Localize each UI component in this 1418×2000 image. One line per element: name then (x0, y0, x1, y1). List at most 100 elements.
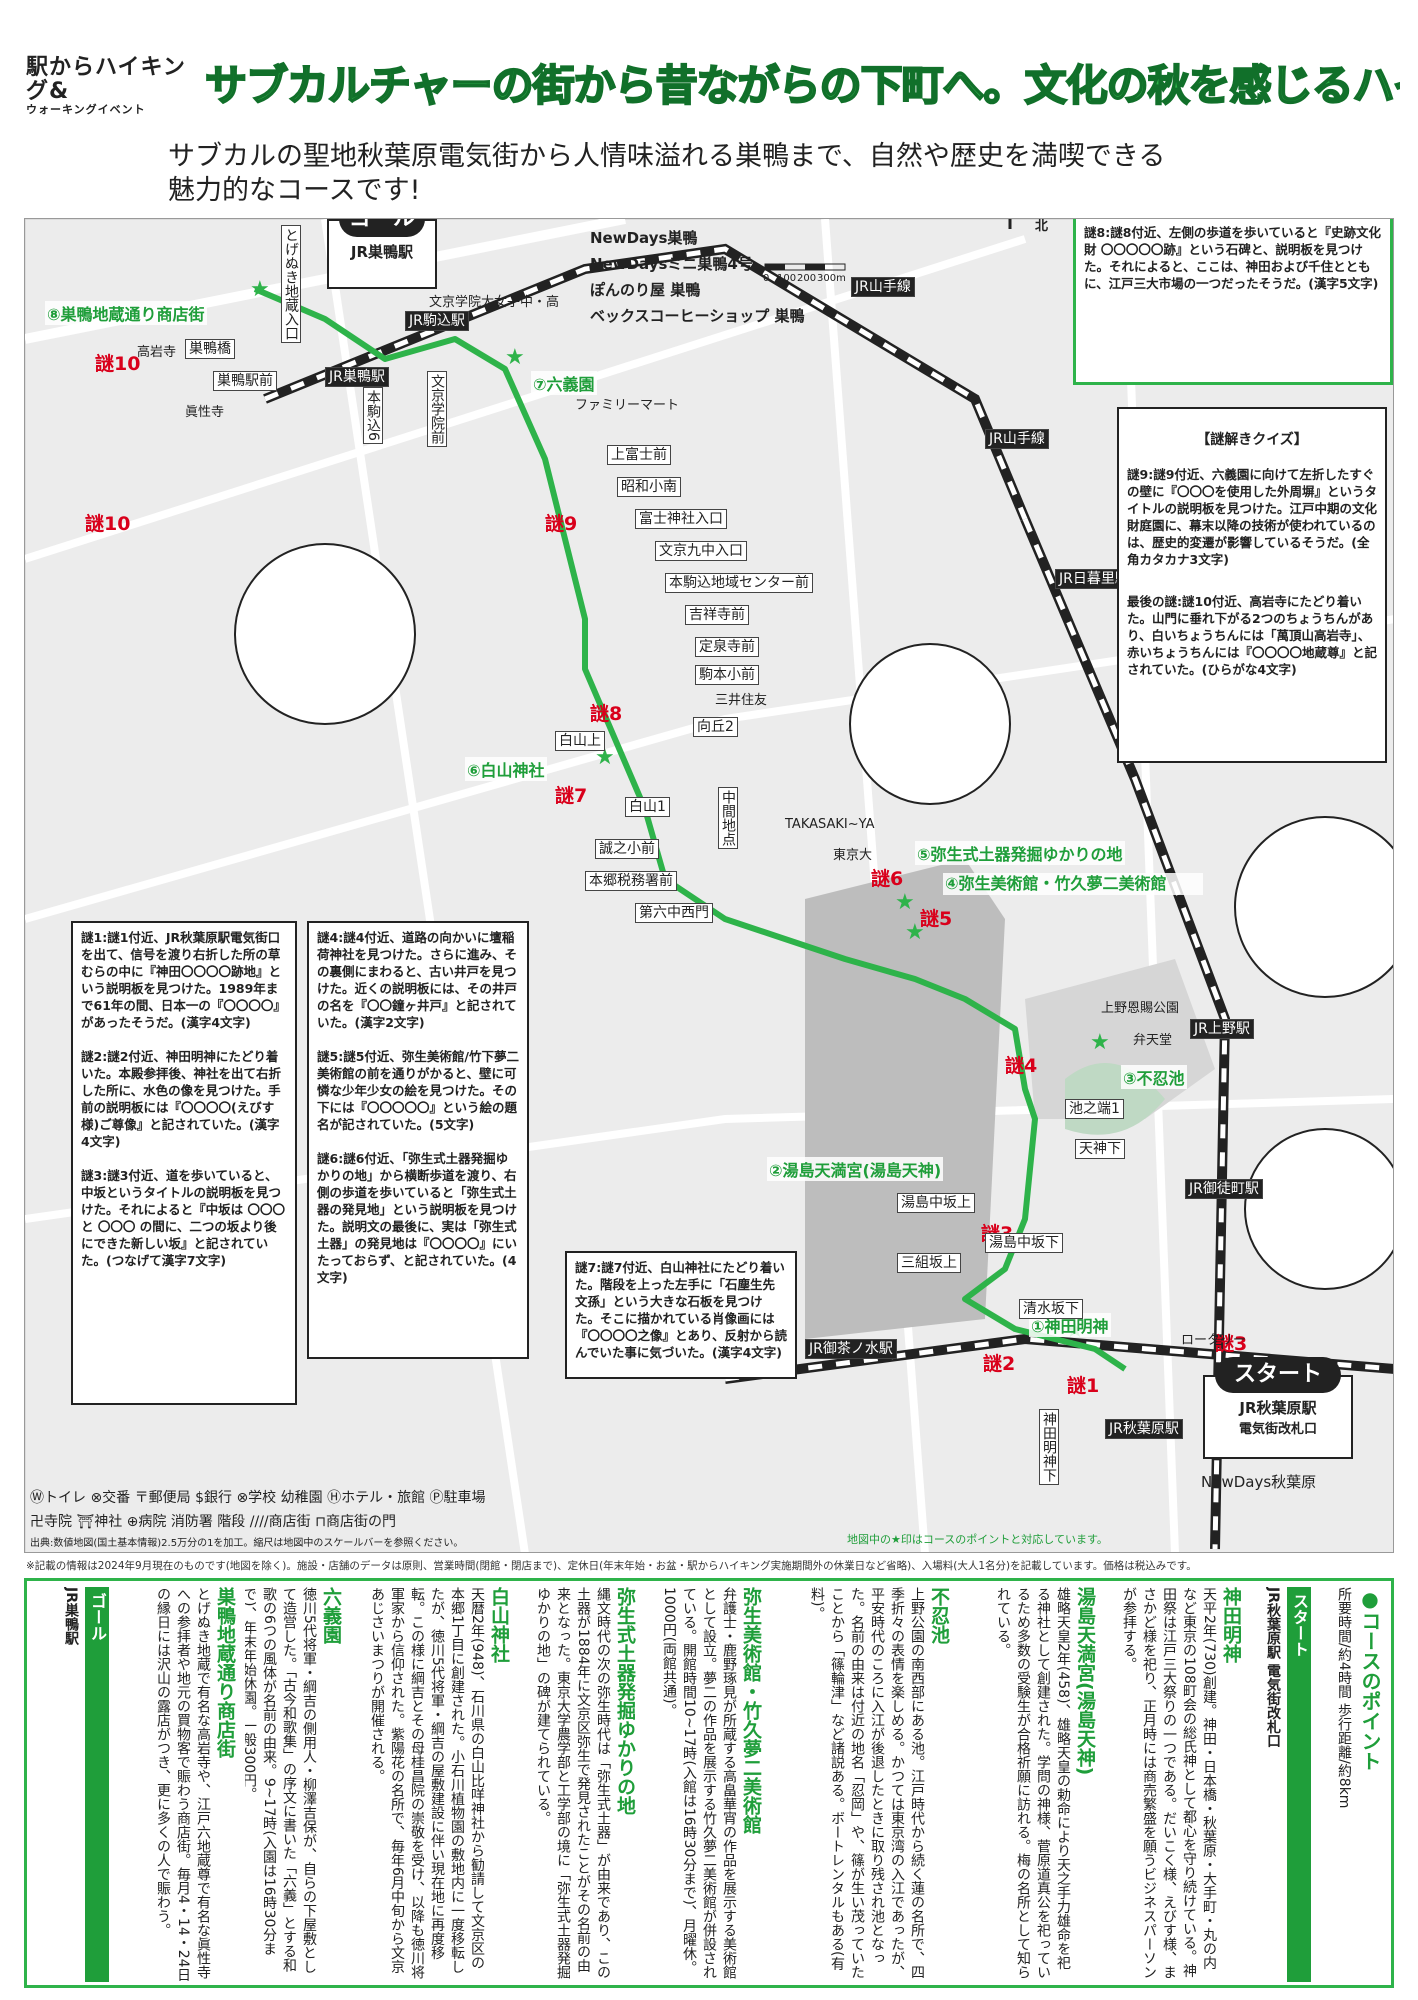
map-source: 出典:数値地図(国土基本情報)2.5万分の1を加工。縮尺は地図中のスケールバーを… (30, 1538, 464, 1549)
sign-mukogaoka2: 向丘2 (693, 717, 738, 737)
sign-bunkyogakuin: 文京学院前 (427, 371, 447, 447)
clue-10: 最後の謎:謎10付近、高岩寺にたどり着いた。山門に垂れ下がる2つのちょうちんがあ… (1127, 594, 1378, 677)
subtitle-line2: 魅力的なコースです! (168, 175, 421, 206)
point-3-shinobazu[interactable]: ③不忍池 (1121, 1065, 1187, 1089)
rail-ochanomizu: JR御茶ノ水駅 (805, 1339, 897, 1359)
point-7-rikugien[interactable]: ⑦六義園 (531, 371, 597, 395)
inset-sugamo-circle (234, 543, 416, 725)
label-shinshoji: 眞性寺 (185, 405, 225, 420)
map-legend: Ⓦトイレ ⊗交番 〒郵便局 $銀行 ⊗学校 幼稚園 Ⓗホテル・旅館 Ⓟ駐車場 卍… (30, 1486, 1030, 1534)
shop-list: NewDays巣鴨 NewDaysミニ巣鴨4号 ぽんのり屋 巣鴨 ベックスコーヒ… (590, 225, 804, 329)
nazo-1: 謎1 (1067, 1375, 1100, 1397)
start-place: JR秋葉原駅 電気街改札口 (1265, 1587, 1281, 1748)
label-rotary: ロータリー (1181, 1333, 1247, 1348)
north-arrow (1008, 219, 1012, 229)
sign-nakazaka-shita: 湯島中坂下 (985, 1233, 1063, 1253)
sign-kandamyojinshita: 神田明神下 (1039, 1409, 1059, 1485)
sign-tenjinshita: 天神下 (1075, 1139, 1125, 1159)
course-points-panel: ●コースのポイント 所要時間/約4時間 歩行距離/約8km スタート JR秋葉原… (24, 1578, 1394, 1988)
sign-fujijinja: 富士神社入口 (635, 509, 727, 529)
quiz-box: 【謎解きクイズ】 謎9:謎9付近、六義園に向けて左折したすぐの壁に『〇〇〇を使用… (1117, 407, 1387, 763)
course-item-8: 巣鴨地蔵通り商店街 とげぬき地蔵で有名な高岩寺や、江戸六地蔵尊で有名な眞性寺への… (117, 1587, 237, 1982)
sign-ikenohata1: 池之端1 (1065, 1099, 1124, 1119)
label-koganji: 高岩寺 (137, 345, 177, 360)
course-item-body: 天暦2年(948)、石川県の白山比咩神社から勧請して文京区の本郷1丁目に創建され… (369, 1587, 485, 1979)
course-heading: ●コースのポイント 所要時間/約4時間 歩行距離/約8km (1319, 1587, 1383, 1982)
sign-showasho: 昭和小南 (617, 477, 681, 497)
goal-marker: ゴール JR巣鴨駅 (327, 219, 437, 289)
sign-chiiki-center: 本駒込地域センター前 (665, 573, 813, 593)
course-item-body: 弁護士・鹿野琢見が所蔵する高畠華宵の作品を展示する美術館として設立。夢二の作品を… (661, 1587, 737, 1979)
sign-chukan: 中間地点 (718, 787, 738, 849)
map-note: 地図中の★印はコースのポイントと対応しています。 (847, 1533, 1108, 1546)
subtitle-line1: サブカルの聖地秋葉原電気街から人情味溢れる巣鴨まで、自然や歴史を満喫できる (168, 141, 1166, 172)
sign-joseniji: 定泉寺前 (695, 637, 759, 657)
scale-0: 0 (763, 273, 770, 284)
clue-1-3-box: 謎1:謎1付近、JR秋葉原駅電気街口を出て、信号を渡り右折した所の草むらの中に『… (71, 921, 297, 1405)
nazo-10: 謎10 (95, 353, 141, 375)
sign-sugamobashi: 巣鴨橋 (185, 339, 235, 359)
point-4-yayoi-museum[interactable]: ④弥生美術館・竹久夢二美術館 (943, 873, 1203, 895)
logo-line1: 駅からハイキング& (26, 55, 186, 105)
course-item-4: 弥生美術館・竹久夢二美術館 弁護士・鹿野琢見が所蔵する高畠華宵の作品を展示する美… (645, 1587, 763, 1982)
course-item-title: 巣鴨地蔵通り商店街 (214, 1587, 236, 1758)
course-item-title: 六義園 (320, 1587, 342, 1644)
goal-label: ゴール (85, 1587, 109, 1982)
nazo-4: 謎4 (1005, 1055, 1038, 1077)
sign-komamoto: 駒本小前 (695, 665, 759, 685)
page-subtitle: サブカルの聖地秋葉原電気街から人情味溢れる巣鴨まで、自然や歴史を満喫できる 魅力… (168, 140, 1308, 208)
sign-bunkyo9: 文京九中入口 (655, 541, 747, 561)
nazo-2: 謎2 (983, 1353, 1016, 1375)
nazo-8: 謎8 (590, 703, 623, 725)
course-item-body: とげぬき地蔵で有名な高岩寺や、江戸六地蔵尊で有名な眞性寺への参拝者や地元の買物客… (155, 1587, 211, 1982)
nazo-3-inset: 謎3 (1215, 1333, 1248, 1355)
shop-item: NewDays巣鴨 (590, 229, 698, 247)
clue-7-box: 謎7:謎7付近、白山神社にたどり着いた。階段を上った左手に「石塵生先文孫」という… (565, 1251, 797, 1379)
course-item-body: 天平2年(730)創建。神田・日本橋・秋葉原・大手町・丸の内など東京の108町会… (1121, 1587, 1217, 1979)
course-time: 所要時間/約4時間 歩行距離/約8km (1336, 1587, 1352, 1809)
scale-100: 100 (777, 273, 797, 284)
scale-200: 200 (797, 273, 817, 284)
legend-row1: Ⓦトイレ ⊗交番 〒郵便局 $銀行 ⊗学校 幼稚園 Ⓗホテル・旅館 Ⓟ駐車場 (30, 1490, 486, 1506)
rail-akihabara: JR秋葉原駅 (1105, 1419, 1183, 1439)
svg-text:★: ★ (505, 345, 525, 370)
rail-sugamo: JR巣鴨駅 (325, 367, 389, 387)
start-label: スタート (1287, 1587, 1311, 1982)
sign-sankumi: 三組坂上 (897, 1253, 961, 1273)
nazo-6: 謎6 (871, 868, 904, 890)
rail-okachimachi: JR御徒町駅 (1185, 1179, 1263, 1199)
course-start: スタート JR秋葉原駅 電気街改札口 (1251, 1587, 1311, 1982)
course-item-6: 白山神社 天暦2年(948)、石川県の白山比咩神社から勧請して文京区の本郷1丁目… (351, 1587, 511, 1982)
walking-route (253, 286, 1127, 1372)
label-ueno-park: 上野恩賜公園 (1101, 1001, 1180, 1016)
label-mitsui: 三井住友 (715, 693, 768, 708)
point-5-yayoi-pottery[interactable]: ⑤弥生式土器発掘ゆかりの地 (915, 841, 1125, 865)
label-familymart: ファミリーマート (575, 398, 680, 413)
goal-place: JR巣鴨駅 (63, 1587, 79, 1645)
start-marker: スタート JR秋葉原駅 電気街改札口 (1203, 1357, 1353, 1459)
point-8-sugamo-jizo[interactable]: ⑧巣鴨地蔵通り商店街 (45, 301, 207, 325)
inset-yushima-circle (1244, 1128, 1393, 1290)
sign-dairoku: 第六中西門 (635, 903, 713, 923)
inset-hakusan-circle (849, 643, 1011, 805)
clue-9: 謎9:謎9付近、六義園に向けて左折したすぐの壁に『〇〇〇を使用した外周塀』という… (1127, 467, 1378, 567)
point-6-hakusan-jinja[interactable]: ⑥白山神社 (465, 757, 547, 781)
course-item-2: 湯島天満宮(湯島天神) 雄略天皇2年(458)、雄略天皇の勅命により天之手力雄命… (959, 1587, 1097, 1982)
sign-zeimusho: 本郷税務署前 (585, 871, 677, 891)
course-item-title: 弥生式土器発掘ゆかりの地 (614, 1587, 636, 1815)
legend-row2: 卍寺院 ⛩神社 ⊕病院 消防署 階段 ////商店街 ⊓商店街の門 (30, 1514, 396, 1530)
shop-item: ぽんのり屋 巣鴨 (590, 281, 701, 299)
point-2-yushima-tenmangu[interactable]: ②湯島天満宮(湯島天神) (767, 1157, 944, 1181)
course-item-body: 徳川5代将軍・綱吉の側用人・柳澤吉保が、自らの下屋敷として造営した。「古今和歌集… (245, 1587, 317, 1974)
course-item-title: 白山神社 (488, 1587, 510, 1663)
course-item-title: 不忍池 (928, 1587, 950, 1644)
start-gate: 電気街改札口 (1238, 1422, 1317, 1437)
course-item-3: 不忍池 上野公園の南西部にある池。江戸時代から続く蓮の名所で、四季折々の表情を楽… (771, 1587, 951, 1982)
route-map[interactable]: ★★★ ★★★ ★★ ゴール JR巣鴨駅 スタート JR秋葉原駅 電気街改札口 … (24, 218, 1394, 1553)
label-todai: 東京大 (833, 848, 873, 863)
course-item-1: 神田明神 天平2年(730)創建。神田・日本橋・秋葉原・大手町・丸の内など東京の… (1105, 1587, 1243, 1982)
inset-shinobazu-circle (1234, 816, 1393, 998)
scale-300: 300m (817, 273, 846, 284)
rail-yamanote-north: JR山手線 (851, 277, 915, 297)
course-item-title: 湯島天満宮(湯島天神) (1074, 1587, 1096, 1776)
